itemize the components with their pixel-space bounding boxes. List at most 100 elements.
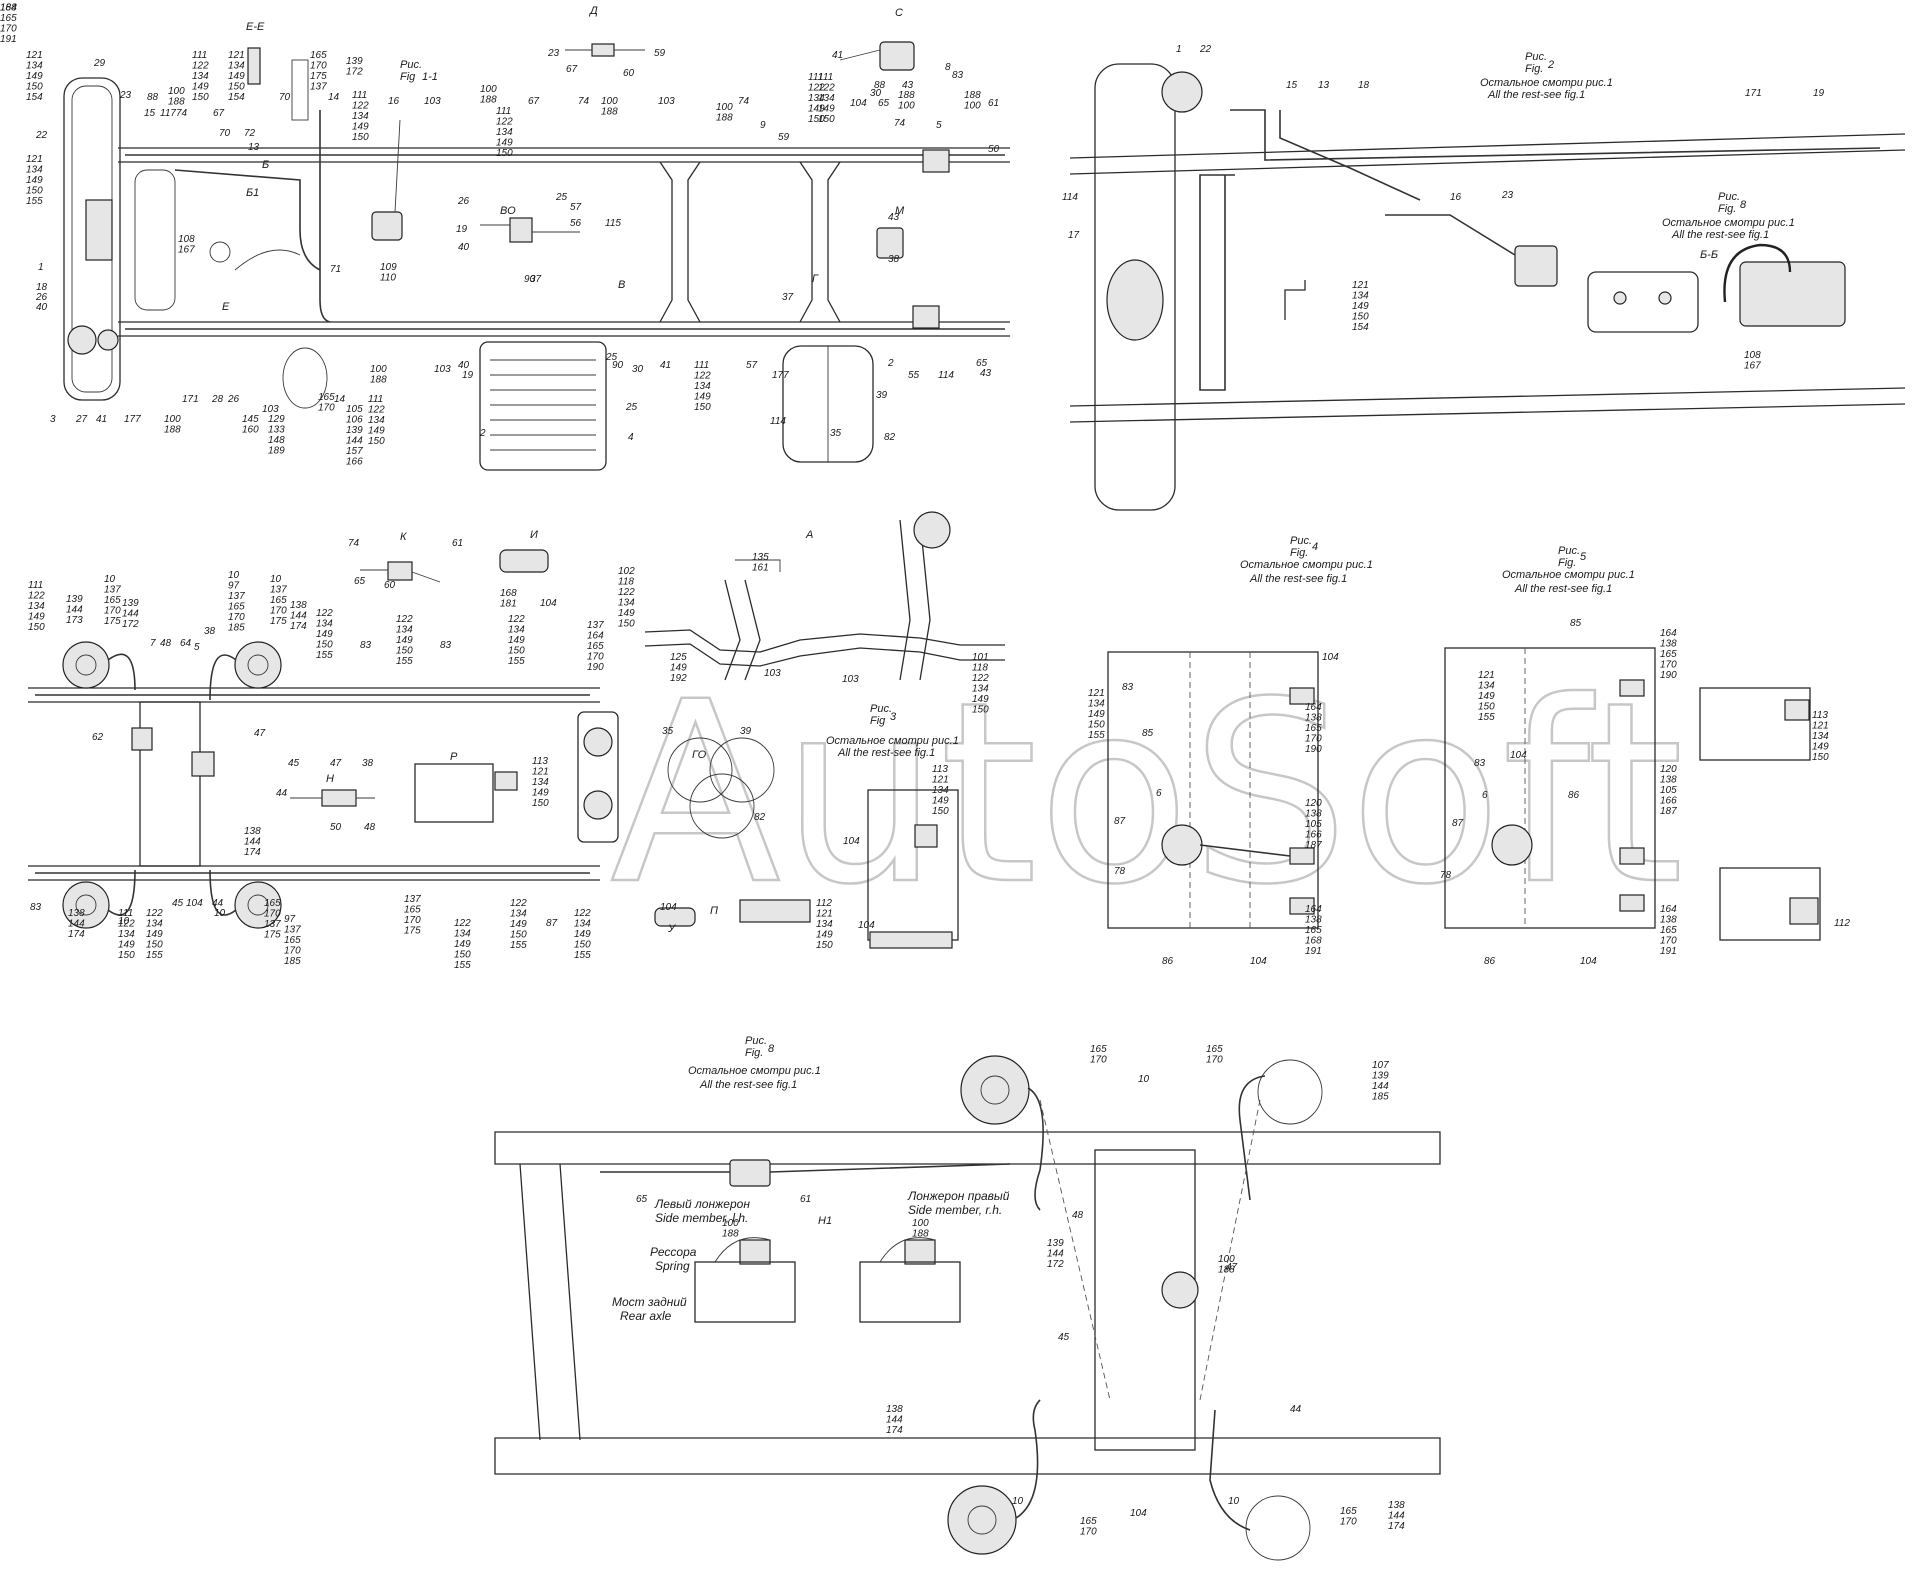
figure-captions: Рис. Fig 1-1 Рис. Fig. 2 Остальное смотр… [400, 51, 1795, 1091]
fig8-callout: 48 [1072, 1210, 1084, 1221]
section-letter: Р [450, 751, 458, 763]
fig8-labels: Левый лонжерон Side member, l.h. Лонжеро… [612, 1189, 1010, 1323]
fig1-callout: 114 [770, 416, 786, 427]
fig4-callout: 104 [1250, 956, 1267, 967]
fig1-callout: 83 [952, 70, 964, 81]
section-letter: Н [326, 773, 334, 785]
fig2-callout: 15 [1286, 80, 1298, 91]
fig2-rail-4 [1069, 403, 1906, 423]
fig8b-caption-sub: Fig. [745, 1047, 763, 1059]
fig1-callout: 19 [462, 370, 474, 381]
fig2-rail-1 [1069, 133, 1906, 159]
fig1-callout: 37 [782, 292, 794, 303]
fig1-callout: 70 [219, 128, 231, 139]
fig8-chamber-bottom-right [1245, 1495, 1311, 1561]
fig1-callout: 4 [628, 432, 634, 443]
fig2-callout: 19 [1813, 88, 1825, 99]
label-axle-en: Rear axle [620, 1309, 672, 1323]
fig3-left-callout: 61 [452, 538, 463, 549]
fig1-callout: 177 [124, 414, 141, 425]
detail-go-tank-1 [667, 737, 733, 803]
fig4-caption-num: 4 [1312, 541, 1318, 553]
section-letter: В [618, 279, 625, 291]
fig3-left-callout: 62 [92, 732, 104, 743]
fig1-pipe-b [319, 110, 331, 323]
fig2-caption-num: 2 [1547, 59, 1554, 71]
fig3-left-callout: 47 [330, 758, 342, 769]
section-letter: Е-Е [246, 21, 265, 33]
fig1-callout: 67 [213, 108, 225, 119]
fig1-front-valve [85, 199, 113, 261]
fig2-rail-2 [1069, 149, 1906, 175]
fig3-chamber-rl-inner [75, 894, 97, 916]
fig1-callout: 103 [434, 364, 451, 375]
fig3-left-callout: 104 [540, 598, 557, 609]
fig1-callout: 2 [887, 358, 894, 369]
fig8-callout: 10 [1012, 1496, 1024, 1507]
fig4-caption-ru: Остальное смотри рис.1 [1240, 559, 1373, 571]
fig5-callout: 83 [1474, 758, 1486, 769]
fig3-left-callout: 104 [660, 902, 677, 913]
fig8-callout: 47 [1226, 1262, 1238, 1273]
fig1-front-crossmember [63, 77, 121, 401]
fig1-callout: 57 [746, 360, 758, 371]
fig2-valve-16 [1514, 245, 1558, 287]
fig3-right-callout: 82 [754, 812, 766, 823]
fig3-left-callout: 65 [354, 576, 366, 587]
fig1-caption-num: 1-1 [422, 71, 438, 83]
fig1-front-chamber-left [67, 325, 97, 355]
fig3-chamber-rr-inner [247, 894, 269, 916]
section-letter: А [805, 529, 813, 541]
section-letter: Б1 [246, 187, 259, 199]
fig1-chamber-70 [291, 59, 309, 121]
fig2-callout: 18 [1358, 80, 1370, 91]
fig1-callout: 14 [328, 92, 340, 103]
fig1-callout: 29 [93, 58, 106, 69]
fig4-caption-title: Рис. [1290, 535, 1312, 547]
fig3-detail-u [654, 907, 696, 927]
fig1-callout: 38 [888, 254, 900, 265]
fig1-coil [209, 241, 231, 263]
fig3-hose-fr [209, 654, 237, 701]
fig3-left-callout: 87 [546, 918, 558, 929]
fig1-valve-16 [371, 211, 403, 241]
fig3-left-callout: 45 [172, 898, 184, 909]
label-spring-en: Spring [655, 1259, 690, 1273]
fig1-callout: 8 [945, 62, 951, 73]
fig1-callout: 40 [36, 302, 48, 313]
section-letter: И [530, 529, 538, 541]
fig8-leader-dashes [1039, 1099, 1261, 1401]
fig1-battery-grid [490, 359, 596, 451]
section-letter: ГО [692, 749, 707, 761]
fig3-chamber-fr-inner [247, 654, 269, 676]
fig1-valve-55 [912, 305, 940, 329]
fig5-detail-p-valve [1784, 699, 1810, 721]
detail-a-valve [913, 511, 951, 549]
fig1-callout: 88 [874, 80, 886, 91]
fig8-spring-left [739, 1239, 771, 1265]
fig3-caption-en: All the rest-see fig.1 [837, 747, 935, 759]
fig3-left-callout: 45 [288, 758, 300, 769]
fig1-detail-vo [480, 217, 580, 243]
fig1-callout: 1 [38, 262, 44, 273]
fig4-callout: 87 [1114, 816, 1126, 827]
fig3-detail-k [387, 561, 413, 581]
fig1-callout: 16 [388, 96, 400, 107]
